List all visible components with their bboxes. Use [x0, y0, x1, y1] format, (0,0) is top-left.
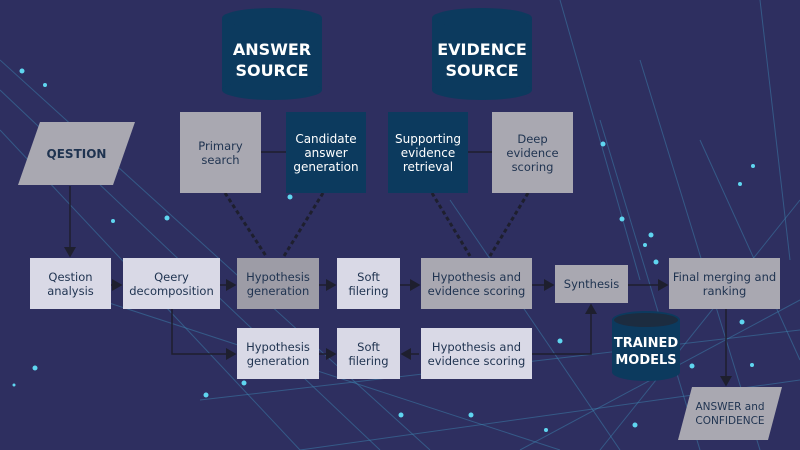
query-decomposition: Qeery decomposition	[123, 258, 220, 309]
trained-models-cylinder-icon	[612, 311, 680, 381]
evidence-source-cylinder-icon	[432, 8, 532, 100]
answer-source: ANSWER SOURCE	[232, 40, 312, 80]
question-analysis: Qestion analysis	[30, 258, 111, 309]
answer-source-cylinder-icon	[222, 8, 322, 100]
arrow-query-to-hypgen2	[171, 309, 237, 360]
hypothesis-generation-1: Hypothesis generation	[237, 258, 319, 309]
synthesis: Synthesis	[555, 265, 628, 303]
deep-evidence-scoring: Deep evidence scoring	[492, 112, 573, 193]
hypothesis-generation-2: Hypothesis generation	[237, 328, 319, 379]
answer-shape	[678, 387, 782, 440]
evidence-source: EVIDENCE SOURCE	[437, 40, 527, 80]
primary-search: Primary search	[180, 112, 261, 193]
soft-filtering-2: Soft filering	[337, 328, 400, 379]
candidate-answer-generation: Candidate answer generation	[286, 112, 366, 193]
answer-and-confidence: ANSWER and CONFIDENCE	[695, 400, 765, 427]
question-shape	[18, 122, 135, 185]
question-input: QESTION	[46, 146, 107, 161]
soft-filtering-1: Soft filering	[337, 258, 400, 309]
supporting-evidence-retrieval: Supporting evidence retrieval	[388, 112, 468, 193]
hypothesis-evidence-scoring-1: Hypothesis and evidence scoring	[421, 258, 532, 309]
final-merging-and-ranking: Final merging and ranking	[669, 258, 780, 309]
trained-models: TRAINED MODELS	[613, 336, 679, 368]
hypothesis-evidence-scoring-2: Hypothesis and evidence scoring	[421, 328, 532, 379]
